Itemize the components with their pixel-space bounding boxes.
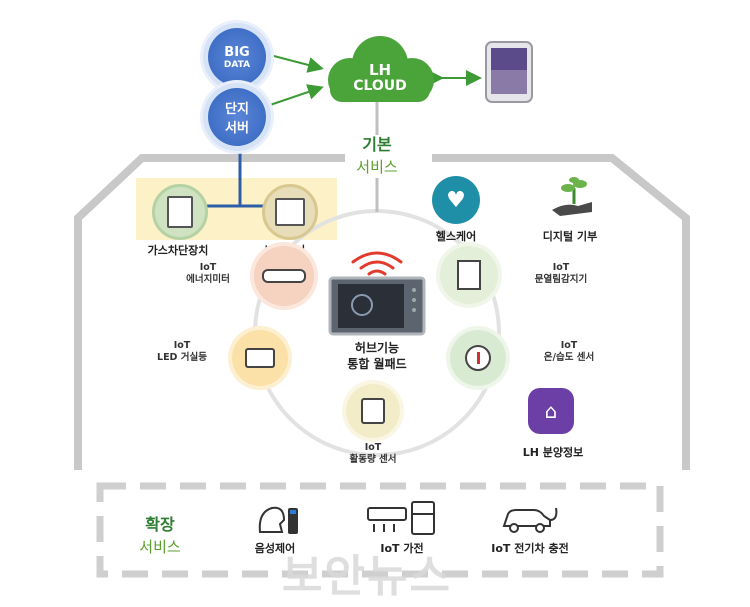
ev-charging-label: IoT 전기차 충전 [491,542,569,555]
lh-sale-info-icon: ⌂ [528,388,574,434]
energy-meter-label: IoT 에너지미터 [186,262,230,285]
watermark: 보안뉴스 [282,551,452,602]
voice-control-icon [254,502,304,538]
temp-humidity-label: IoT 온/습도 센서 [543,340,595,363]
gas-valve-icon [152,184,208,240]
led-light-label: IoT LED 거실등 [157,340,207,363]
ev-charging-icon [500,498,560,538]
appliance-icon [362,498,442,538]
big-data-badge: BIG DATA [208,28,266,86]
appliance-label: IoT 가전 [380,542,424,555]
voice-control-label: 음성제어 [254,542,296,555]
wallpad-icon [328,276,426,336]
extended-service-box [96,482,664,578]
smartphone-icon [485,41,533,103]
motion-sensor-icon [346,384,400,438]
house-roof-left [74,154,345,262]
plant-hand-icon [548,176,598,220]
temp-humidity-icon [450,330,506,386]
basic-service-title: 기본 서비스 [356,135,398,176]
led-light-icon [232,330,288,386]
door-sensor-icon [440,246,498,304]
motion-sensor-label: IoT 활동량 센서 [349,442,397,465]
complex-server-badge: 단지 서버 [208,88,266,146]
house-roof-right [432,154,690,262]
extended-service-title: 확장 서비스 [139,515,181,556]
healthcare-label: 헬스케어 [435,230,477,243]
digital-donation-label: 디지털 기부 [542,230,598,243]
hub-wallpad-label: 허브기능 통합 월패드 [347,341,407,371]
healthcare-icon: ♥ [432,176,480,224]
arrow-server-cloud [256,84,324,117]
lh-sale-info-label: LH 분양정보 [522,446,584,459]
cloud-label: LH CLOUD [353,61,407,94]
wifi-signal-icon [351,251,403,276]
heating-control-icon [262,184,318,240]
energy-meter-icon [254,246,314,306]
cloud-icon [328,36,434,102]
arrow-bigdata-cloud [256,44,324,73]
door-sensor-label: IoT 문열림감지기 [534,262,588,285]
gas-valve-label: 가스차단장치 [147,244,209,257]
